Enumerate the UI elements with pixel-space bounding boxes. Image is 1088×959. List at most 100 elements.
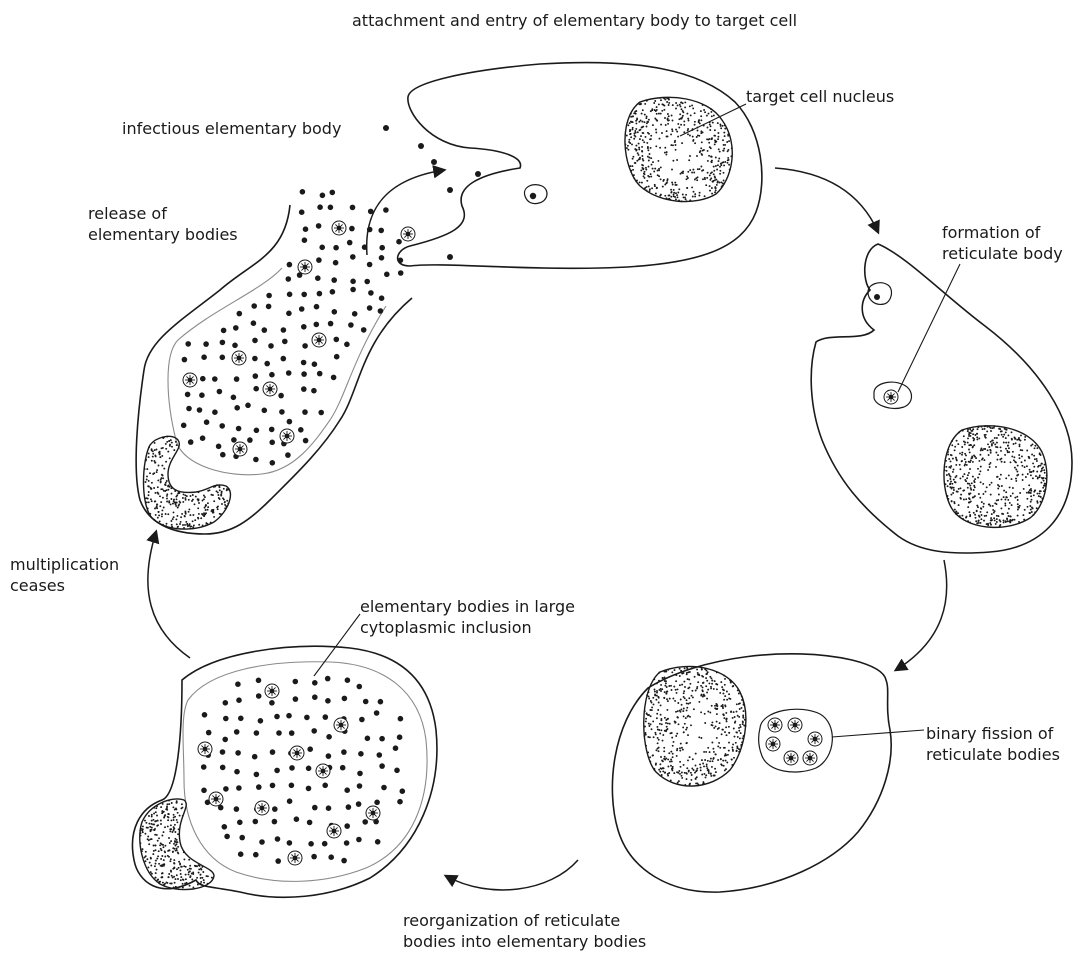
chromatin-dot <box>671 760 673 762</box>
inclusion-membrane <box>183 662 427 882</box>
elementary-body <box>253 386 259 392</box>
chromatin-dot <box>687 687 689 689</box>
elementary-body <box>185 341 191 347</box>
chromatin-dot <box>644 171 646 173</box>
chromatin-dot <box>718 727 720 729</box>
chromatin-dot <box>653 703 655 705</box>
chromatin-dot <box>679 747 681 749</box>
chromatin-dot <box>971 482 973 484</box>
reticulate-body <box>784 751 798 765</box>
chromatin-dot <box>645 167 647 169</box>
chromatin-dot <box>955 464 957 466</box>
elementary-body <box>275 836 281 842</box>
chromatin-dot <box>661 110 663 112</box>
chromatin-dot <box>731 147 733 149</box>
chromatin-dot <box>690 724 692 726</box>
chromatin-dot <box>990 452 992 454</box>
chromatin-dot <box>227 503 229 505</box>
chromatin-dot <box>150 487 152 489</box>
chromatin-dot <box>721 733 723 735</box>
elementary-body <box>316 223 322 229</box>
chromatin-dot <box>1024 439 1026 441</box>
elementary-body <box>367 262 373 268</box>
chromatin-dot <box>173 826 175 828</box>
chromatin-dot <box>664 195 666 197</box>
chromatin-dot <box>171 442 173 444</box>
chromatin-dot <box>739 708 741 710</box>
chromatin-dot <box>169 444 171 446</box>
chromatin-dot <box>690 772 692 774</box>
chromatin-dot <box>715 683 717 685</box>
chromatin-dot <box>188 873 190 875</box>
elementary-body <box>206 730 212 736</box>
chromatin-dot <box>720 181 722 183</box>
chromatin-dot <box>700 737 702 739</box>
elementary-body <box>234 376 240 382</box>
chromatin-dot <box>719 182 721 184</box>
chromatin-dot <box>144 833 146 835</box>
chromatin-dot <box>646 116 648 118</box>
chromatin-dot <box>1027 506 1029 508</box>
chromatin-dot <box>712 748 714 750</box>
elementary-body <box>396 239 402 245</box>
chromatin-dot <box>1040 482 1042 484</box>
chromatin-dot <box>635 128 637 130</box>
chromatin-dot <box>967 437 969 439</box>
chromatin-dot <box>960 487 962 489</box>
chromatin-dot <box>1043 485 1045 487</box>
elementary-body <box>330 289 336 295</box>
chromatin-dot <box>657 737 659 739</box>
chromatin-dot <box>710 177 712 179</box>
chromatin-dot <box>712 760 714 762</box>
chromatin-dot <box>721 686 723 688</box>
chromatin-dot <box>646 142 648 144</box>
chromatin-dot <box>700 119 702 121</box>
chromatin-dot <box>728 732 730 734</box>
chromatin-dot <box>650 135 652 137</box>
chromatin-dot <box>642 158 644 160</box>
chromatin-dot <box>149 472 151 474</box>
chromatin-dot <box>1033 470 1035 472</box>
chromatin-dot <box>992 442 994 444</box>
elementary-body <box>223 700 229 706</box>
chromatin-dot <box>660 124 662 126</box>
chromatin-dot <box>166 882 168 884</box>
chromatin-dot <box>724 747 726 749</box>
chromatin-dot <box>157 479 159 481</box>
chromatin-dot <box>1045 483 1047 485</box>
chromatin-dot <box>963 489 965 491</box>
chromatin-dot <box>959 497 961 499</box>
chromatin-dot <box>985 515 987 517</box>
chromatin-dot <box>982 506 984 508</box>
reticulate-body-core <box>285 434 289 438</box>
chromatin-dot <box>207 502 209 504</box>
chromatin-dot <box>154 455 156 457</box>
chromatin-dot <box>173 829 175 831</box>
chromatin-dot <box>667 700 669 702</box>
chromatin-dot <box>653 171 655 173</box>
elementary-body <box>223 786 229 792</box>
chromatin-dot <box>701 689 703 691</box>
chromatin-dot <box>682 749 684 751</box>
chromatin-dot <box>987 443 989 445</box>
elementary-body <box>356 801 362 807</box>
chromatin-dot <box>1041 498 1043 500</box>
chromatin-dot <box>982 449 984 451</box>
cell-attachment <box>398 63 762 269</box>
chromatin-dot <box>969 468 971 470</box>
chromatin-dot <box>667 766 669 768</box>
chromatin-dot <box>994 437 996 439</box>
chromatin-dot <box>957 443 959 445</box>
chromatin-dot <box>973 512 975 514</box>
chromatin-dot <box>1008 508 1010 510</box>
elementary-body <box>374 710 380 716</box>
chromatin-dot <box>648 725 650 727</box>
chromatin-dot <box>654 689 656 691</box>
elementary-body <box>311 854 317 860</box>
chromatin-dot <box>656 106 658 108</box>
chromatin-dot <box>156 449 158 451</box>
chromatin-dot <box>226 489 228 491</box>
chromatin-dot <box>974 434 976 436</box>
chromatin-dot <box>983 503 985 505</box>
chromatin-dot <box>632 127 634 129</box>
